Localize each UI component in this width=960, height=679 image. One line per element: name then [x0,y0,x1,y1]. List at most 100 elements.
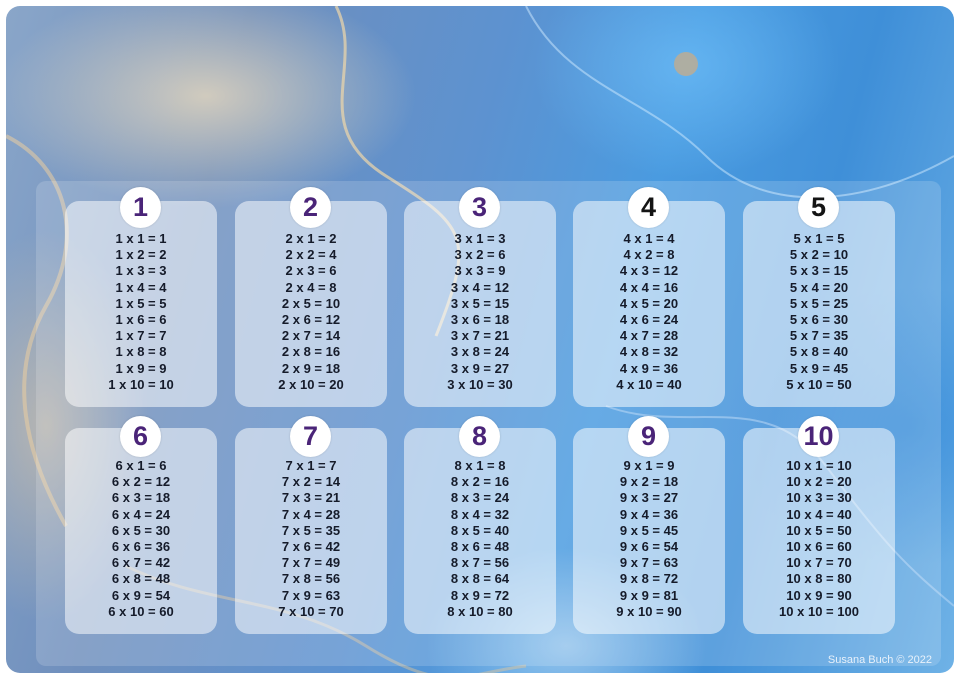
table-row: 1 x 1 = 1 [115,231,167,246]
table-row: 9 x 7 = 63 [619,555,679,571]
table-row: 2 x 7 = 14 [281,328,341,344]
table-row: 3 x 8 = 24 [450,344,510,360]
table-row: 5 x 6 = 30 [789,311,849,327]
times-table-card-2: 2 x 1 = 2 2 x 2 = 4 2 x 3 = 6 2 x 4 = 8 … [235,201,387,407]
table-row: 4 x 8 = 32 [619,344,679,360]
table-row: 6 x 5 = 30 [111,522,171,538]
table-row: 8 x 2 = 16 [450,474,510,490]
times-table-rows: 4 x 1 = 4 4 x 2 = 8 4 x 3 = 12 4 x 4 = 1… [573,231,725,393]
table-row: 8 x 4 = 32 [450,506,510,522]
times-table-card-3: 3 x 1 = 3 3 x 2 = 6 3 x 3 = 9 3 x 4 = 12… [404,201,556,407]
table-row: 5 x 10 = 50 [786,376,852,392]
table-row: 3 x 2 = 6 [454,247,506,263]
table-row: 4 x 4 = 16 [619,279,679,295]
table-row: 7 x 3 = 21 [281,490,341,506]
times-table-rows: 5 x 1 = 5 5 x 2 = 10 5 x 3 = 15 5 x 4 = … [743,231,895,393]
table-row: 1 x 4 = 4 [115,279,167,295]
times-table-card-1: 1 x 1 = 1 1 x 2 = 2 1 x 3 = 3 1 x 4 = 4 … [65,201,217,407]
table-row: 8 x 9 = 72 [450,587,510,603]
table-row: 7 x 4 = 28 [281,506,341,522]
table-number-badge: 4 [628,187,669,228]
table-row: 6 x 4 = 24 [111,506,171,522]
table-row: 8 x 5 = 40 [450,522,510,538]
table-row: 8 x 6 = 48 [450,538,510,554]
copyright-credit: Susana Buch © 2022 [827,654,932,666]
table-row: 5 x 1 = 5 [793,231,845,246]
times-table-rows: 1 x 1 = 1 1 x 2 = 2 1 x 3 = 3 1 x 4 = 4 … [65,231,217,393]
table-row: 5 x 2 = 10 [789,247,849,263]
times-table-rows: 9 x 1 = 9 9 x 2 = 18 9 x 3 = 27 9 x 4 = … [573,458,725,620]
table-row: 5 x 3 = 15 [789,263,849,279]
table-row: 1 x 6 = 6 [115,311,167,327]
table-row: 5 x 4 = 20 [789,279,849,295]
table-row: 8 x 7 = 56 [450,555,510,571]
times-table-rows: 2 x 1 = 2 2 x 2 = 4 2 x 3 = 6 2 x 4 = 8 … [235,231,387,393]
table-row: 1 x 8 = 8 [115,344,167,360]
table-row: 1 x 9 = 9 [115,360,167,376]
table-row: 1 x 5 = 5 [115,295,167,311]
times-table-card-9: 9 x 1 = 9 9 x 2 = 18 9 x 3 = 27 9 x 4 = … [573,428,725,634]
times-table-rows: 7 x 1 = 7 7 x 2 = 14 7 x 3 = 21 7 x 4 = … [235,458,387,620]
table-row: 6 x 8 = 48 [111,571,171,587]
table-number-badge: 5 [798,187,839,228]
table-row: 5 x 5 = 25 [789,295,849,311]
table-row: 6 x 2 = 12 [111,474,171,490]
table-row: 4 x 1 = 4 [623,231,675,246]
table-row: 3 x 7 = 21 [450,328,510,344]
table-row: 6 x 9 = 54 [111,587,171,603]
table-row: 9 x 9 = 81 [619,587,679,603]
table-row: 5 x 7 = 35 [789,328,849,344]
table-row: 7 x 9 = 63 [281,587,341,603]
table-row: 7 x 8 = 56 [281,571,341,587]
table-row: 4 x 6 = 24 [619,311,679,327]
table-row: 3 x 4 = 12 [450,279,510,295]
times-table-rows: 8 x 1 = 8 8 x 2 = 16 8 x 3 = 24 8 x 4 = … [404,458,556,620]
table-row: 9 x 6 = 54 [619,538,679,554]
times-table-rows: 6 x 1 = 6 6 x 2 = 12 6 x 3 = 18 6 x 4 = … [65,458,217,620]
table-row: 10 x 10 = 100 [779,603,859,619]
table-row: 3 x 6 = 18 [450,311,510,327]
table-row: 7 x 7 = 49 [281,555,341,571]
table-row: 10 x 9 = 90 [786,587,852,603]
table-number-badge: 10 [798,416,839,457]
table-row: 9 x 8 = 72 [619,571,679,587]
table-row: 4 x 7 = 28 [619,328,679,344]
table-row: 1 x 2 = 2 [115,247,167,263]
table-row: 10 x 7 = 70 [786,555,852,571]
table-row: 4 x 2 = 8 [623,247,675,263]
table-row: 4 x 3 = 12 [619,263,679,279]
table-row: 2 x 1 = 2 [285,231,337,246]
table-number-badge: 1 [120,187,161,228]
times-table-rows: 10 x 1 = 10 10 x 2 = 20 10 x 3 = 30 10 x… [743,458,895,620]
table-number-badge: 7 [290,416,331,457]
table-row: 10 x 3 = 30 [786,490,852,506]
table-row: 4 x 9 = 36 [619,360,679,376]
table-number-badge: 6 [120,416,161,457]
table-row: 2 x 9 = 18 [281,360,341,376]
table-row: 3 x 10 = 30 [447,376,513,392]
table-row: 7 x 10 = 70 [278,603,344,619]
table-row: 3 x 5 = 15 [450,295,510,311]
times-table-card-4: 4 x 1 = 4 4 x 2 = 8 4 x 3 = 12 4 x 4 = 1… [573,201,725,407]
table-row: 4 x 5 = 20 [619,295,679,311]
table-row: 8 x 10 = 80 [447,603,513,619]
table-row: 2 x 10 = 20 [278,376,344,392]
table-row: 2 x 5 = 10 [281,295,341,311]
times-table-card-8: 8 x 1 = 8 8 x 2 = 16 8 x 3 = 24 8 x 4 = … [404,428,556,634]
times-table-card-7: 7 x 1 = 7 7 x 2 = 14 7 x 3 = 21 7 x 4 = … [235,428,387,634]
table-row: 9 x 3 = 27 [619,490,679,506]
table-row: 10 x 8 = 80 [786,571,852,587]
table-row: 2 x 4 = 8 [285,279,337,295]
table-row: 1 x 7 = 7 [115,328,167,344]
table-number-badge: 9 [628,416,669,457]
table-row: 1 x 3 = 3 [115,263,167,279]
marble-background: 1 x 1 = 1 1 x 2 = 2 1 x 3 = 3 1 x 4 = 4 … [6,6,954,673]
table-row: 10 x 2 = 20 [786,474,852,490]
table-row: 9 x 5 = 45 [619,522,679,538]
table-row: 10 x 4 = 40 [786,506,852,522]
table-row: 8 x 1 = 8 [454,458,506,473]
table-row: 6 x 7 = 42 [111,555,171,571]
table-row: 6 x 10 = 60 [108,603,174,619]
table-row: 7 x 1 = 7 [285,458,337,473]
table-row: 9 x 2 = 18 [619,474,679,490]
